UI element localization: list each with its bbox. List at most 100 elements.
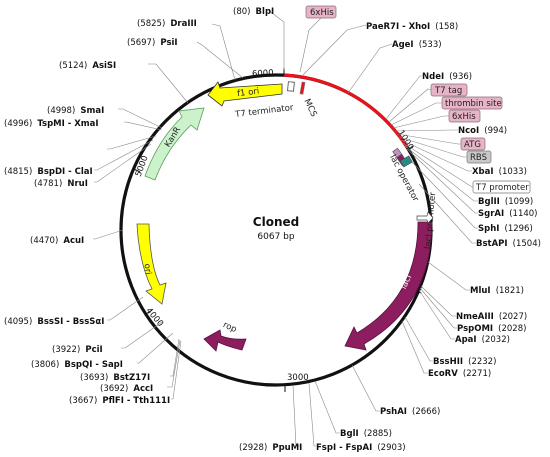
site-pcii: (3922) PciI xyxy=(52,337,103,356)
leader-line xyxy=(404,316,433,362)
leader-line xyxy=(93,229,124,240)
plasmid-size: 6067 bp xyxy=(257,232,294,242)
site-sgrai: SgrAI (1140) xyxy=(478,201,538,220)
leader-line xyxy=(388,88,432,123)
site-bsshii: BssHII (2232) xyxy=(433,349,496,368)
leader-line xyxy=(148,63,189,104)
leader-line xyxy=(406,148,478,214)
tag-6xhis-right-label: 6xHis xyxy=(452,112,476,122)
site-draiii: (5825) DraIII xyxy=(137,11,197,30)
tick-mark xyxy=(133,168,141,173)
leader-line xyxy=(211,23,236,81)
site-bgli: BglI (2885) xyxy=(340,421,392,440)
site-asisi: (5124) AsiSI xyxy=(59,53,116,72)
leader-line xyxy=(418,183,476,244)
site-nmeaiii: NmeAIII (2027) xyxy=(456,304,527,323)
mcs-box xyxy=(299,81,306,95)
leader-line xyxy=(385,75,422,120)
tick-mark xyxy=(145,309,153,315)
site-nrui: (4781) NruI xyxy=(34,171,88,190)
site-ecorv: EcoRV (2271) xyxy=(428,361,491,380)
site-pshai: PshAI (2666) xyxy=(380,399,440,418)
tag-atg-label: ATG xyxy=(464,140,481,150)
leader-line xyxy=(302,24,367,76)
site-smai: (4998) SmaI xyxy=(47,98,104,117)
site-ncoi: NcoI (994) xyxy=(458,118,507,137)
leader-line xyxy=(292,384,300,447)
t7-terminator-box xyxy=(287,81,295,92)
leader-line xyxy=(118,108,163,129)
rop-label: rop xyxy=(221,320,238,335)
site-blpi: (80) BlpI xyxy=(233,0,274,18)
rop-arrow xyxy=(203,329,247,352)
backbone-circle xyxy=(119,73,433,387)
site-agei: AgeI (533) xyxy=(392,32,442,51)
site-tspmi: (4996) TspMI - XmaI xyxy=(4,111,99,130)
tag-rbs-label: RBS xyxy=(470,153,487,163)
tag-6xhis-top: 6xHis xyxy=(305,5,337,19)
lac-operator-group xyxy=(392,147,413,168)
tag-6xhis-top-label: 6xHis xyxy=(310,8,334,18)
site-sphi: SphI (1296) xyxy=(478,216,533,235)
leader-line xyxy=(420,285,456,317)
leader-line xyxy=(196,41,244,79)
tag-thrombin: thrombin site xyxy=(441,96,503,110)
leader-line xyxy=(94,139,154,171)
leader-line xyxy=(390,102,442,126)
tag-6xhis-right: 6xHis xyxy=(448,109,481,123)
leader-line xyxy=(167,339,181,388)
site-acci: (3692) AccI xyxy=(100,376,153,395)
kanr-arrow xyxy=(144,107,205,181)
tag-rbs: RBS xyxy=(466,150,492,164)
leader-line xyxy=(351,364,380,412)
leader-line xyxy=(94,143,152,183)
leader-lines xyxy=(93,9,478,447)
sites-right: (80) BlpI PaeR7I - XhoI (158) AgeI (533)… xyxy=(233,0,541,453)
leader-line xyxy=(107,296,144,321)
leader-line xyxy=(124,121,163,131)
leader-line xyxy=(392,115,449,129)
site-xbai: XbaI (1033) xyxy=(472,159,527,178)
site-bstapi: BstAPI (1504) xyxy=(476,231,541,250)
ori-arrow xyxy=(136,223,167,305)
leader-line xyxy=(411,161,478,229)
leader-line xyxy=(267,9,285,70)
kanr-label: KanR xyxy=(163,125,183,149)
f1-ori-label: f1 ori xyxy=(237,87,260,100)
tick-marks xyxy=(133,68,422,392)
leader-line xyxy=(396,133,461,145)
site-bstz17i: (3693) BstZ17I xyxy=(80,365,150,384)
insert-arc xyxy=(283,73,409,149)
site-pspomi: PspOMI (2028) xyxy=(457,316,526,335)
plasmid-name: Cloned xyxy=(253,215,299,229)
site-mlui: MluI (1821) xyxy=(470,278,524,297)
leader-line xyxy=(402,142,473,188)
tag-t7-label: T7 tag xyxy=(434,86,462,96)
site-ppumi: (2928) PpuMI xyxy=(239,435,302,454)
leader-line xyxy=(418,289,455,340)
leader-line xyxy=(347,43,393,94)
site-psii: (5697) PsiI xyxy=(127,30,178,49)
leader-line xyxy=(308,382,316,447)
mcs-label: MCS xyxy=(302,97,319,118)
tag-t7: T7 tag xyxy=(430,83,468,97)
tick-label-3000: 3000 xyxy=(287,373,309,383)
site-bglii: BglII (1099) xyxy=(478,189,533,208)
laci-promoter-arrow xyxy=(416,211,434,224)
ori-label: ori xyxy=(141,263,152,275)
tick-mark xyxy=(406,145,414,151)
tick-label-1000: 1000 xyxy=(395,128,415,152)
lac-operator-box xyxy=(399,155,413,168)
leader-line xyxy=(401,320,428,374)
leader-line xyxy=(394,129,458,132)
t7-terminator-label: T7 terminator xyxy=(234,103,295,120)
site-bspqi: (3806) BspQI - SapI xyxy=(31,352,123,371)
site-apai: ApaI (2032) xyxy=(455,327,510,346)
leader-line xyxy=(404,145,478,202)
leader-line xyxy=(170,338,180,377)
site-bsssi: (4095) BssSI - BssSαI xyxy=(4,309,104,328)
leader-line xyxy=(314,380,340,434)
tick-label-6000: 6000 xyxy=(252,68,274,79)
tag-atg: ATG xyxy=(460,137,486,151)
